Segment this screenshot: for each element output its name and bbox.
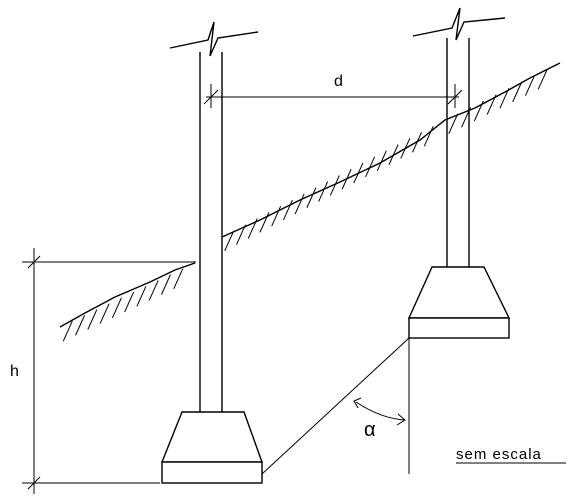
left-footing-frustum (160, 411, 263, 463)
hatch-stroke (318, 181, 329, 202)
right-footing-base (408, 317, 510, 339)
hatch-stroke (87, 309, 98, 330)
hatch-stroke (124, 291, 135, 313)
hatch-stroke (512, 81, 523, 103)
hatch-stroke (62, 320, 73, 342)
hatch-stroke (160, 274, 171, 295)
left-footing-base (161, 461, 263, 484)
dimension-d-label: d (334, 73, 343, 90)
dimension-d-tick-right (447, 89, 463, 105)
left-pole-break-mark (169, 21, 259, 57)
hatch-stroke (136, 286, 147, 307)
hatch-stroke (412, 132, 422, 153)
angle-arc (355, 401, 405, 421)
hatch-stroke (486, 94, 497, 115)
hatch-stroke (99, 303, 110, 324)
dimension-h-label: h (10, 363, 19, 380)
dimension-d-tick-left (203, 89, 219, 105)
hatch-stroke (306, 187, 317, 208)
hatch-stroke (365, 156, 376, 178)
dimension-h: h (10, 248, 196, 494)
scale-note: sem escala (456, 446, 566, 464)
hatch-stroke (224, 230, 235, 252)
left-pole (169, 21, 259, 412)
terrain-lower-line (59, 262, 196, 328)
hatch-stroke (111, 297, 122, 319)
hatch-stroke (341, 169, 352, 190)
hatch-stroke (376, 150, 387, 171)
hatch-stroke (537, 69, 548, 90)
angle-arrowhead-left (353, 397, 362, 409)
dimension-h-tick-bottom (27, 476, 41, 490)
hatch-stroke (329, 175, 340, 196)
terrain (59, 62, 561, 342)
hatch-stroke (353, 162, 364, 184)
hatch-stroke (173, 268, 184, 290)
hatch-stroke (259, 212, 270, 233)
hatch-stroke (271, 206, 282, 227)
right-pole-break-mark (412, 7, 506, 41)
hatch-stroke (236, 224, 246, 245)
hatch-stroke (75, 315, 86, 336)
hatch-stroke (388, 144, 399, 165)
angle-alpha-label: α (364, 419, 376, 441)
hatch-stroke (294, 193, 305, 215)
right-footing-frustum (407, 266, 511, 319)
right-footing (407, 266, 511, 339)
angle-arrowhead-right (396, 413, 406, 426)
right-pole (412, 7, 506, 267)
left-footing (160, 411, 263, 484)
scale-note-text: sem escala (456, 446, 542, 463)
hatch-stroke (282, 199, 293, 221)
hatch-stroke (499, 88, 510, 109)
angle-alpha: α (261, 337, 410, 475)
dimension-d: d (203, 73, 463, 108)
angle-slope-line (261, 337, 410, 475)
hatch-stroke (473, 100, 484, 122)
hatch-stroke (524, 75, 535, 96)
hatch-stroke (423, 125, 434, 147)
terrain-upper-line (221, 62, 561, 238)
terrain-hatching (62, 69, 548, 342)
hatch-stroke (148, 280, 159, 301)
hatch-stroke (448, 113, 459, 134)
hatch-stroke (247, 218, 258, 239)
hatch-stroke (400, 138, 411, 159)
dimension-h-tick-top (27, 255, 41, 269)
